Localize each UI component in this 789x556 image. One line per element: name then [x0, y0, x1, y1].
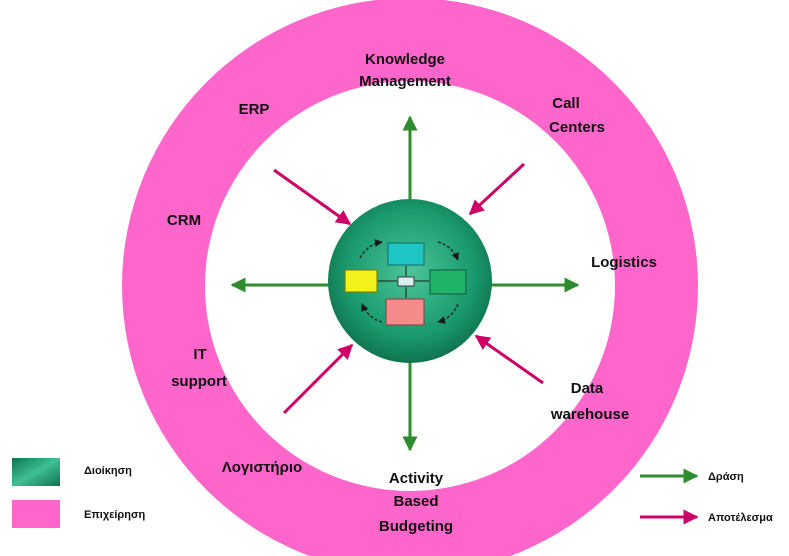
label-logistics: Logistics: [591, 254, 657, 271]
label-abb-line2: Based: [393, 493, 438, 510]
result-arrow-it-support: [282, 343, 354, 415]
result-arrow-call-centers: [468, 162, 526, 216]
core-cycle-arrow-top-left: [359, 239, 383, 259]
label-knowledge-line1: Knowledge: [365, 51, 445, 68]
core-cycle-arrow-top-right: [437, 241, 459, 261]
legend-swatch-management: [12, 458, 60, 486]
core-box-bottom: [385, 298, 425, 326]
label-knowledge-line2: Management: [359, 73, 451, 90]
core-center-node: [397, 276, 415, 287]
label-it-support-line2: support: [171, 373, 227, 390]
label-it-support-line1: IT: [193, 346, 206, 363]
result-arrow-data-warehouse: [474, 334, 544, 385]
core-box-left: [344, 269, 378, 293]
label-data-warehouse-line2: warehouse: [550, 406, 629, 423]
label-abb-line3: Budgeting: [379, 518, 453, 535]
label-call-centers-line2: Centers: [549, 119, 605, 136]
label-abb-line1: Activity: [389, 470, 444, 487]
label-data-warehouse-line1: Data: [571, 380, 604, 397]
legend-label-management: Διοίκηση: [84, 465, 132, 477]
core-cycle-arrow-bottom-left: [361, 303, 383, 323]
core-box-top: [387, 242, 425, 266]
result-arrow-erp: [273, 168, 352, 226]
label-call-centers-line1: Call: [552, 95, 580, 112]
label-erp: ERP: [239, 101, 270, 118]
legend-swatch-business: [12, 500, 60, 528]
core-cycle-arrow-bottom-right: [437, 303, 459, 324]
legend-label-action: Δράση: [708, 471, 744, 483]
label-accounting: Λογιστήριο: [222, 459, 302, 476]
core-box-right: [429, 269, 467, 295]
legend-label-result: Αποτέλεσμα: [708, 512, 773, 524]
label-crm: CRM: [167, 212, 201, 229]
legend-label-business: Επιχείρηση: [84, 509, 145, 521]
